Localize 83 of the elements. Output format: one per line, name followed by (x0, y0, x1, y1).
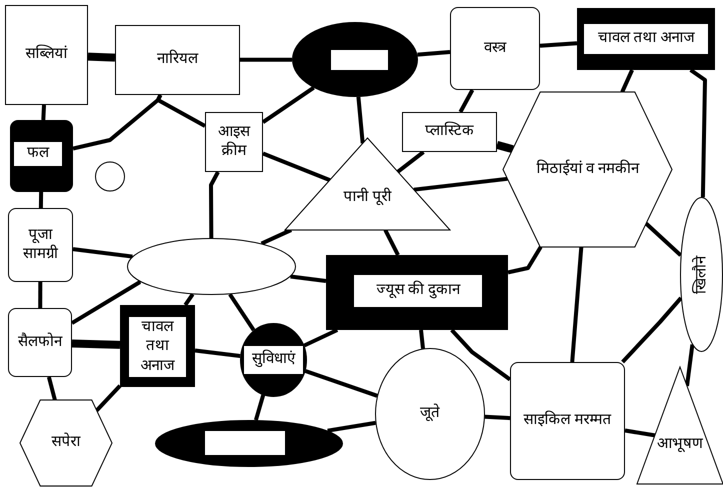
node-label: ज्यूस की दुकान (376, 281, 460, 300)
node-label: सैलफोन (18, 332, 62, 352)
rounded-box (8, 208, 73, 282)
rounded-box (450, 7, 540, 90)
connector-line (417, 50, 450, 57)
connector-line (458, 89, 474, 113)
node-label: आइस क्रीम (217, 122, 252, 161)
connector-line (88, 52, 116, 62)
hexagon-node (503, 92, 672, 247)
node-label: साइकिल मरम्मत (524, 411, 612, 430)
node-label: सपेरा (52, 433, 80, 452)
connector-line (356, 96, 365, 144)
connector-line (644, 222, 682, 257)
rounded-box (510, 362, 625, 480)
node-label: चावल तथा अनाज (598, 29, 694, 48)
connector-line (156, 94, 206, 128)
connector-line (414, 176, 508, 192)
connector-line (262, 86, 315, 124)
rounded-box (8, 308, 72, 377)
ellipse-node (680, 197, 723, 352)
connector-line (327, 420, 376, 433)
connector-line (621, 296, 682, 364)
ellipse-node (375, 348, 485, 480)
node-label: आभूषण (657, 434, 703, 454)
connector-line (384, 229, 400, 256)
connector-line (540, 41, 578, 48)
rectangle-node (326, 255, 508, 330)
connector-line (260, 228, 292, 246)
connector-line (72, 247, 133, 259)
node-label: सब्लियां (26, 45, 68, 64)
connector-line (72, 340, 120, 349)
connector-line (304, 369, 378, 398)
connector-line (484, 414, 510, 420)
node-label: जूते (420, 404, 440, 424)
connector-line (685, 344, 694, 386)
circle-node (95, 160, 125, 193)
triangle-node (637, 367, 723, 484)
ellipse-node (292, 22, 418, 97)
connector-line (570, 246, 584, 362)
node-label: वस्त्र (484, 38, 506, 58)
triangle-node (285, 138, 450, 230)
connector-line (496, 141, 514, 154)
connector-line (620, 69, 634, 93)
node-label: सुविधाएं (252, 350, 295, 370)
connector-line (209, 171, 220, 238)
rounded-box (10, 120, 73, 192)
ellipse-node (155, 420, 343, 467)
connector-line (396, 150, 425, 174)
connector-line (46, 376, 57, 400)
connector-line (70, 280, 142, 325)
rectangle-node (402, 112, 497, 152)
connector-line (240, 58, 292, 62)
node-label: मिठाईयां व नमकीन (536, 160, 639, 179)
hexagon-node (20, 400, 112, 486)
connector-line (419, 330, 425, 349)
node-label: पानी पूरी (344, 188, 392, 208)
connector-line (689, 68, 707, 198)
connector-line (194, 348, 240, 358)
rectangle-node (120, 305, 195, 387)
connector-line (228, 293, 256, 332)
node-label: फल (27, 144, 49, 164)
node-label: चावल तथा अनाज (140, 318, 176, 376)
rectangle-node (115, 25, 240, 95)
rectangle-node (577, 8, 715, 70)
connector-line (262, 152, 331, 182)
node-label: पूजा सामग्री (22, 226, 60, 264)
ellipse-node (127, 238, 296, 295)
connector-line (254, 394, 266, 421)
connector-line (41, 104, 46, 120)
rectangle-node (205, 112, 263, 172)
rectangle-node (5, 5, 88, 105)
connector-line (624, 428, 656, 438)
connector-line (38, 282, 42, 308)
node-label: नारियल (157, 50, 198, 70)
connector-line (38, 192, 44, 208)
ellipse-node (240, 323, 307, 397)
connector-line (290, 274, 326, 283)
connector-line (450, 328, 512, 382)
node-label: खिलौने (692, 256, 710, 294)
connector-line (95, 384, 122, 412)
node-label: प्लास्टिक (425, 122, 474, 142)
connector-line (184, 293, 194, 306)
connector-line (508, 246, 542, 274)
